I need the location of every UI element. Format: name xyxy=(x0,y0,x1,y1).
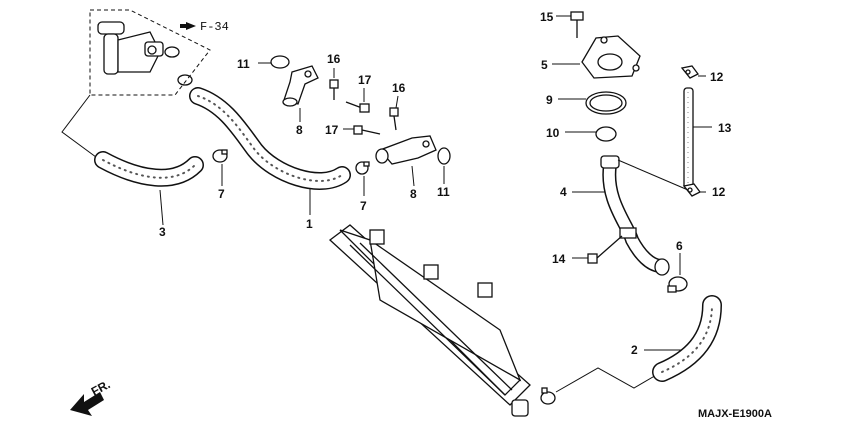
thermostat-cover-5 xyxy=(581,35,641,79)
clip-12-lower xyxy=(682,183,701,197)
callout-10: 10 xyxy=(546,126,560,140)
callout-14: 14 xyxy=(552,252,566,266)
filler-neck-part xyxy=(97,21,164,75)
radiator xyxy=(328,224,531,417)
callout-7-center: 7 xyxy=(360,199,367,213)
callout-15: 15 xyxy=(540,10,554,24)
callout-11-right: 11 xyxy=(437,185,450,199)
callout-2: 2 xyxy=(631,343,638,357)
reference-arrow: F-34 xyxy=(180,20,229,34)
hose-3 xyxy=(94,151,204,187)
callout-12-lower: 12 xyxy=(712,185,726,199)
clamp-radiator-outlet xyxy=(540,387,556,405)
bolt-17-lower xyxy=(353,125,381,135)
callout-9: 9 xyxy=(546,93,553,107)
bolt-15 xyxy=(570,11,584,38)
bolt-17-upper xyxy=(345,101,370,113)
filler-clamp-lower xyxy=(177,74,193,86)
pipe-8-left xyxy=(282,65,319,107)
callout-11-left: 11 xyxy=(237,57,250,71)
callout-17-lower: 17 xyxy=(325,123,339,137)
callout-5: 5 xyxy=(541,58,548,72)
direction-label: FR. xyxy=(89,377,113,398)
clamp-6 xyxy=(667,276,688,293)
o-ring-10 xyxy=(595,126,617,142)
callout-3: 3 xyxy=(159,225,166,239)
pipe-4 xyxy=(600,155,670,276)
pipe-8-right xyxy=(375,135,437,165)
callout-4: 4 xyxy=(560,185,567,199)
o-ring-11-left xyxy=(270,55,290,69)
clamp-7-center xyxy=(355,161,370,175)
callout-7-left: 7 xyxy=(218,187,225,201)
bolt-16-right xyxy=(389,107,399,131)
callout-16-right: 16 xyxy=(392,81,406,95)
callout-6: 6 xyxy=(676,239,683,253)
bolt-16-left xyxy=(329,79,339,100)
callout-8-right: 8 xyxy=(410,187,417,201)
bolt-14 xyxy=(587,235,623,264)
tube-13 xyxy=(683,87,694,189)
clamp-7-left xyxy=(212,149,228,163)
callout-8-left: 8 xyxy=(296,123,303,137)
callout-16-left: 16 xyxy=(327,52,341,66)
front-direction-arrow: FR. xyxy=(70,377,112,416)
reference-label: F-34 xyxy=(200,20,229,34)
callout-13: 13 xyxy=(718,121,732,135)
o-ring-11-right xyxy=(437,147,451,165)
callout-12-upper: 12 xyxy=(710,70,724,84)
hose-1 xyxy=(189,87,351,190)
gasket-9 xyxy=(585,91,627,115)
callout-1: 1 xyxy=(306,217,313,231)
filler-neck-assembly xyxy=(89,9,211,96)
diagram-code: MAJX-E1900A xyxy=(698,408,772,420)
hose-2 xyxy=(652,295,722,382)
filler-clamp xyxy=(164,46,180,58)
clip-12-upper xyxy=(680,65,699,79)
callout-17-upper: 17 xyxy=(358,73,372,87)
